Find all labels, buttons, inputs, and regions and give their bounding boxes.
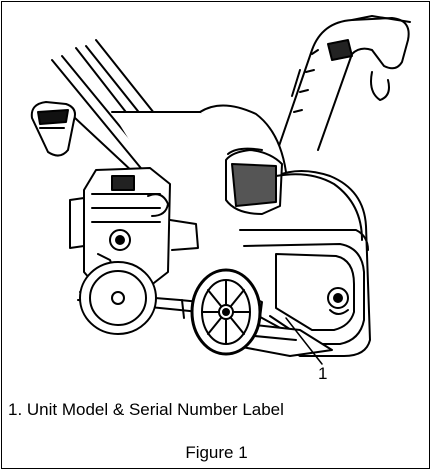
figure-label: Figure 1 (185, 443, 248, 462)
figure-caption: 1. Unit Model & Serial Number Label (8, 400, 284, 419)
front-wheel (190, 268, 262, 356)
chute-handle (267, 15, 411, 179)
engine (69, 167, 199, 287)
auger-housing (111, 104, 371, 357)
rear-wheel (79, 261, 157, 335)
grip-handle (30, 101, 76, 157)
callout-number: 1 (318, 364, 328, 383)
snow-thrower-illustration (30, 15, 411, 365)
callout-leader (285, 317, 323, 365)
